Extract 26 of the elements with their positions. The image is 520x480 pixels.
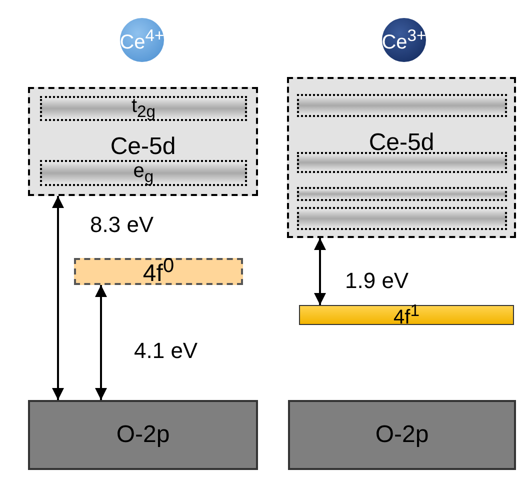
energy-band [40, 96, 247, 121]
level-label: t$_{2g}$ [131, 95, 156, 122]
double-arrow [52, 196, 64, 400]
energy-level-box [28, 87, 258, 196]
double-arrow [95, 285, 107, 400]
level-label: Ce-5d [110, 133, 176, 161]
ion-badge [382, 18, 426, 62]
energy-band [40, 160, 247, 186]
energy-band [288, 400, 516, 470]
energy-band [28, 400, 258, 470]
energy-band [297, 187, 507, 201]
double-arrow [314, 238, 326, 305]
ion-badge [120, 18, 164, 62]
level-label: Ce-5d [368, 129, 434, 157]
ion-label: Ce$^{3+}$ [382, 26, 426, 54]
level-label: O-2p [116, 421, 170, 449]
level-label: O-2p [375, 421, 429, 449]
ion-label: Ce$^{4+}$ [120, 26, 164, 54]
energy-level-box [287, 77, 516, 238]
energy-band [297, 152, 507, 173]
level-label: 4f$^{0}$ [142, 255, 174, 288]
level-label: 4f$^{1}$ [394, 300, 420, 330]
energy-band [297, 207, 507, 230]
energy-band [299, 305, 514, 325]
energy-band [74, 258, 243, 285]
energy-band [297, 94, 507, 117]
